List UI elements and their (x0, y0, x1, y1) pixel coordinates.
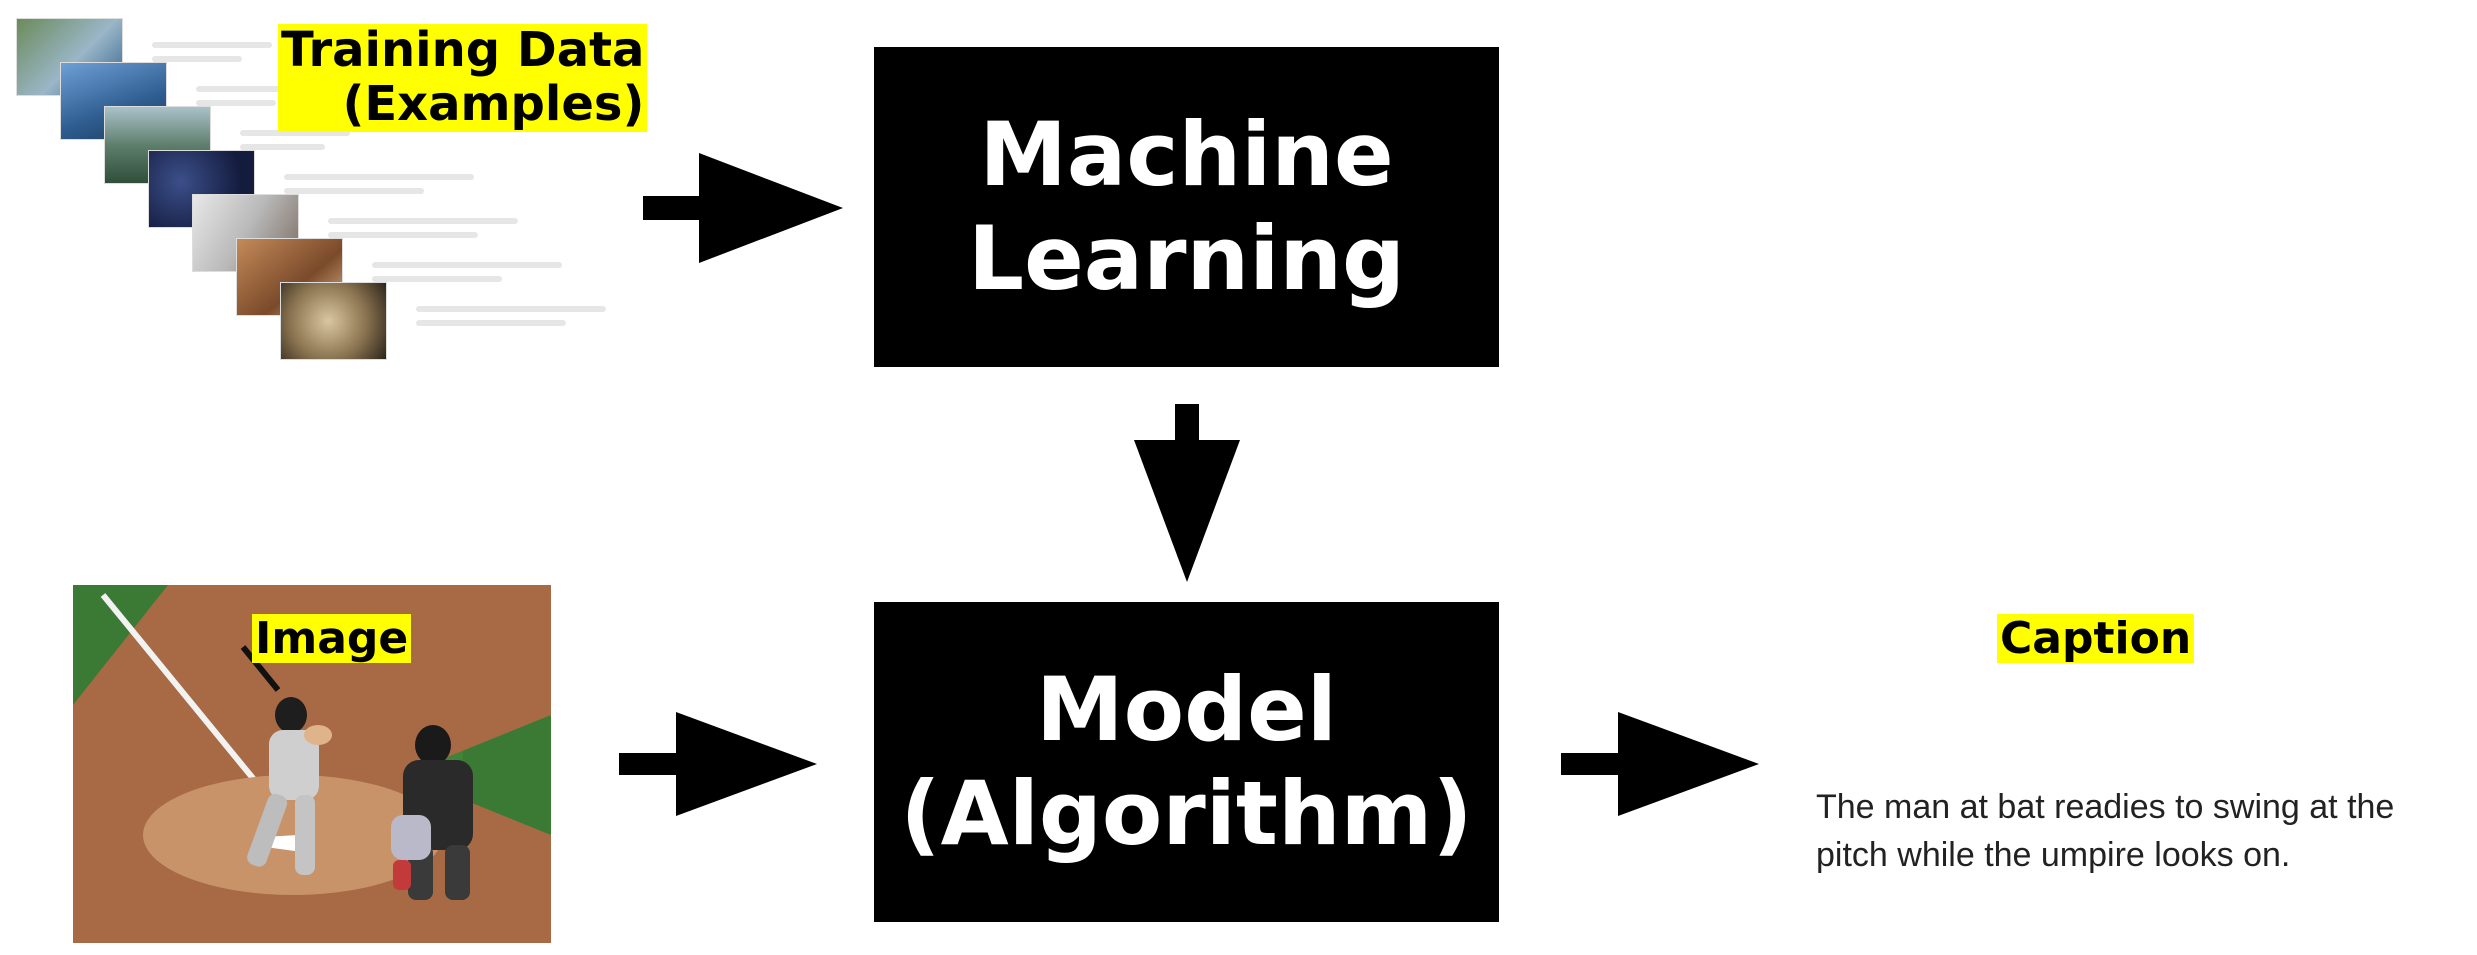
arrow-training-to-ml (643, 153, 843, 263)
example-caption-line (240, 130, 350, 136)
input-image-baseball (73, 585, 551, 943)
example-caption-line (196, 86, 306, 92)
batter-figure (240, 645, 332, 875)
example-caption-line (328, 218, 518, 224)
example-caption-line (416, 306, 606, 312)
example-caption-line (416, 320, 566, 326)
example-caption-line (284, 188, 424, 194)
model-box: Model (Algorithm) (874, 602, 1499, 922)
example-caption-line (152, 42, 272, 48)
arrow-ml-to-model (1134, 404, 1240, 582)
umpire-figure (391, 725, 473, 900)
example-thumb-bread (280, 282, 387, 360)
image-label: Image (252, 614, 412, 663)
example-caption-line (328, 232, 478, 238)
example-caption-line (152, 56, 242, 62)
example-caption-line (284, 174, 474, 180)
training-data-label: Training Data (Examples) (278, 23, 648, 132)
caption-text: The man at bat readies to swing at the p… (1816, 788, 2395, 874)
example-caption-line (240, 144, 325, 150)
arrow-image-to-model (619, 712, 817, 816)
example-caption-line (372, 262, 562, 268)
caption-label: Caption (1997, 614, 2195, 663)
example-caption-line (196, 100, 276, 106)
example-caption-line (372, 276, 502, 282)
arrow-model-to-caption (1561, 712, 1759, 816)
machine-learning-box: Machine Learning (874, 47, 1499, 367)
